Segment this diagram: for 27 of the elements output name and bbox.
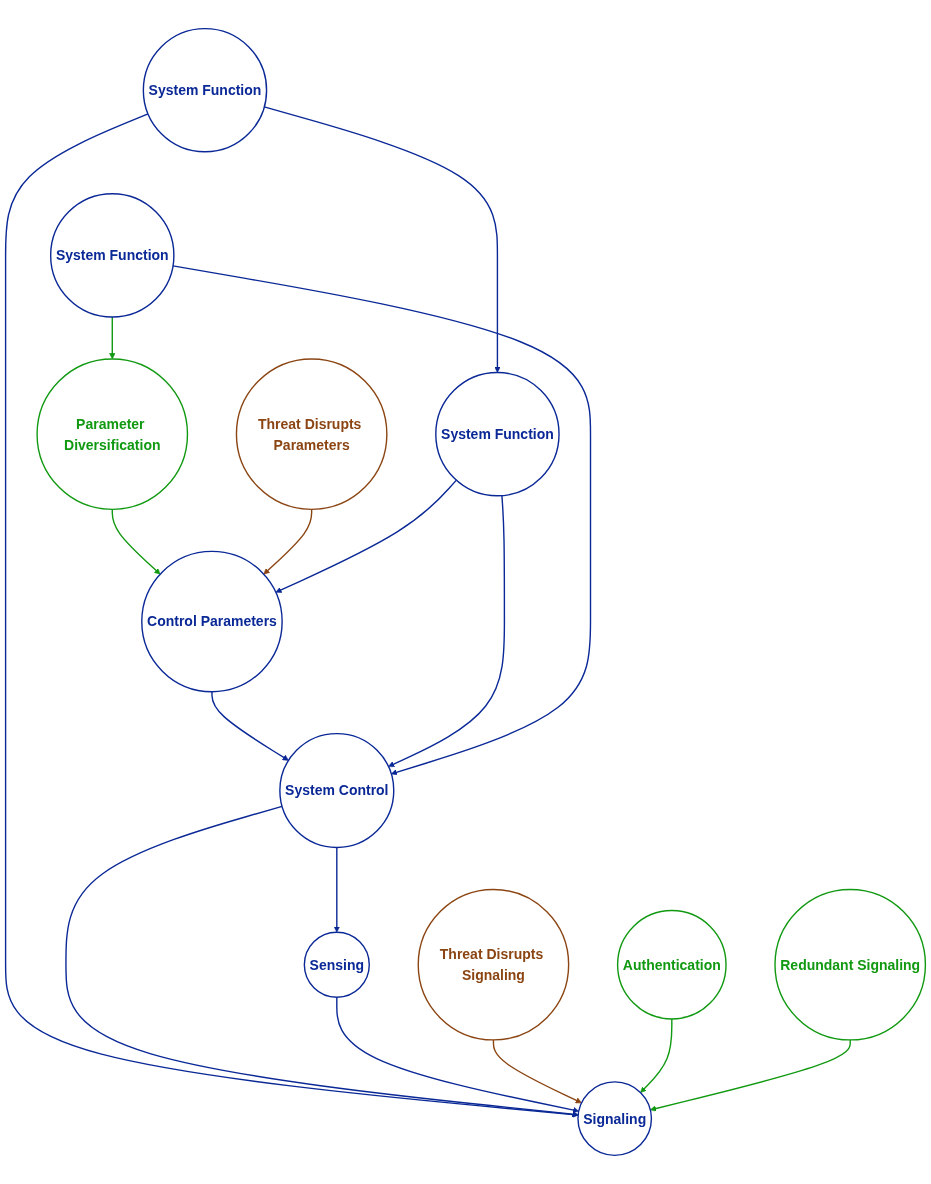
arrow — [4, 113, 579, 1118]
node-circle: Redundant Signaling — [774, 888, 927, 1041]
node-circle: Control Parameters — [141, 550, 283, 693]
arrow — [336, 996, 579, 1114]
arrow — [275, 479, 458, 593]
node-circle: Authentication — [616, 909, 727, 1020]
arrow — [111, 508, 161, 575]
node-circle: Parameter Diversification — [36, 358, 189, 511]
arrow — [263, 508, 313, 575]
arrow — [650, 1039, 851, 1112]
arrow — [65, 805, 579, 1118]
node-circle: System Function — [435, 371, 560, 497]
arrow — [211, 691, 289, 761]
node-circle: Threat Disrupts Signaling — [417, 888, 570, 1041]
node-circle: Signaling — [577, 1081, 653, 1157]
arrow — [640, 1018, 673, 1093]
node-circle: Sensing — [303, 931, 370, 998]
arrow — [109, 316, 116, 360]
arrow — [388, 494, 506, 768]
arrow — [263, 106, 501, 373]
arrow — [492, 1039, 582, 1104]
node-circle: System Function — [49, 193, 175, 318]
node-circle: System Function — [142, 27, 268, 153]
arrow — [333, 846, 340, 933]
arrow — [172, 265, 592, 776]
node-circle: System Control — [279, 733, 395, 849]
node-circle: Threat Disrupts Parameters — [235, 358, 388, 511]
